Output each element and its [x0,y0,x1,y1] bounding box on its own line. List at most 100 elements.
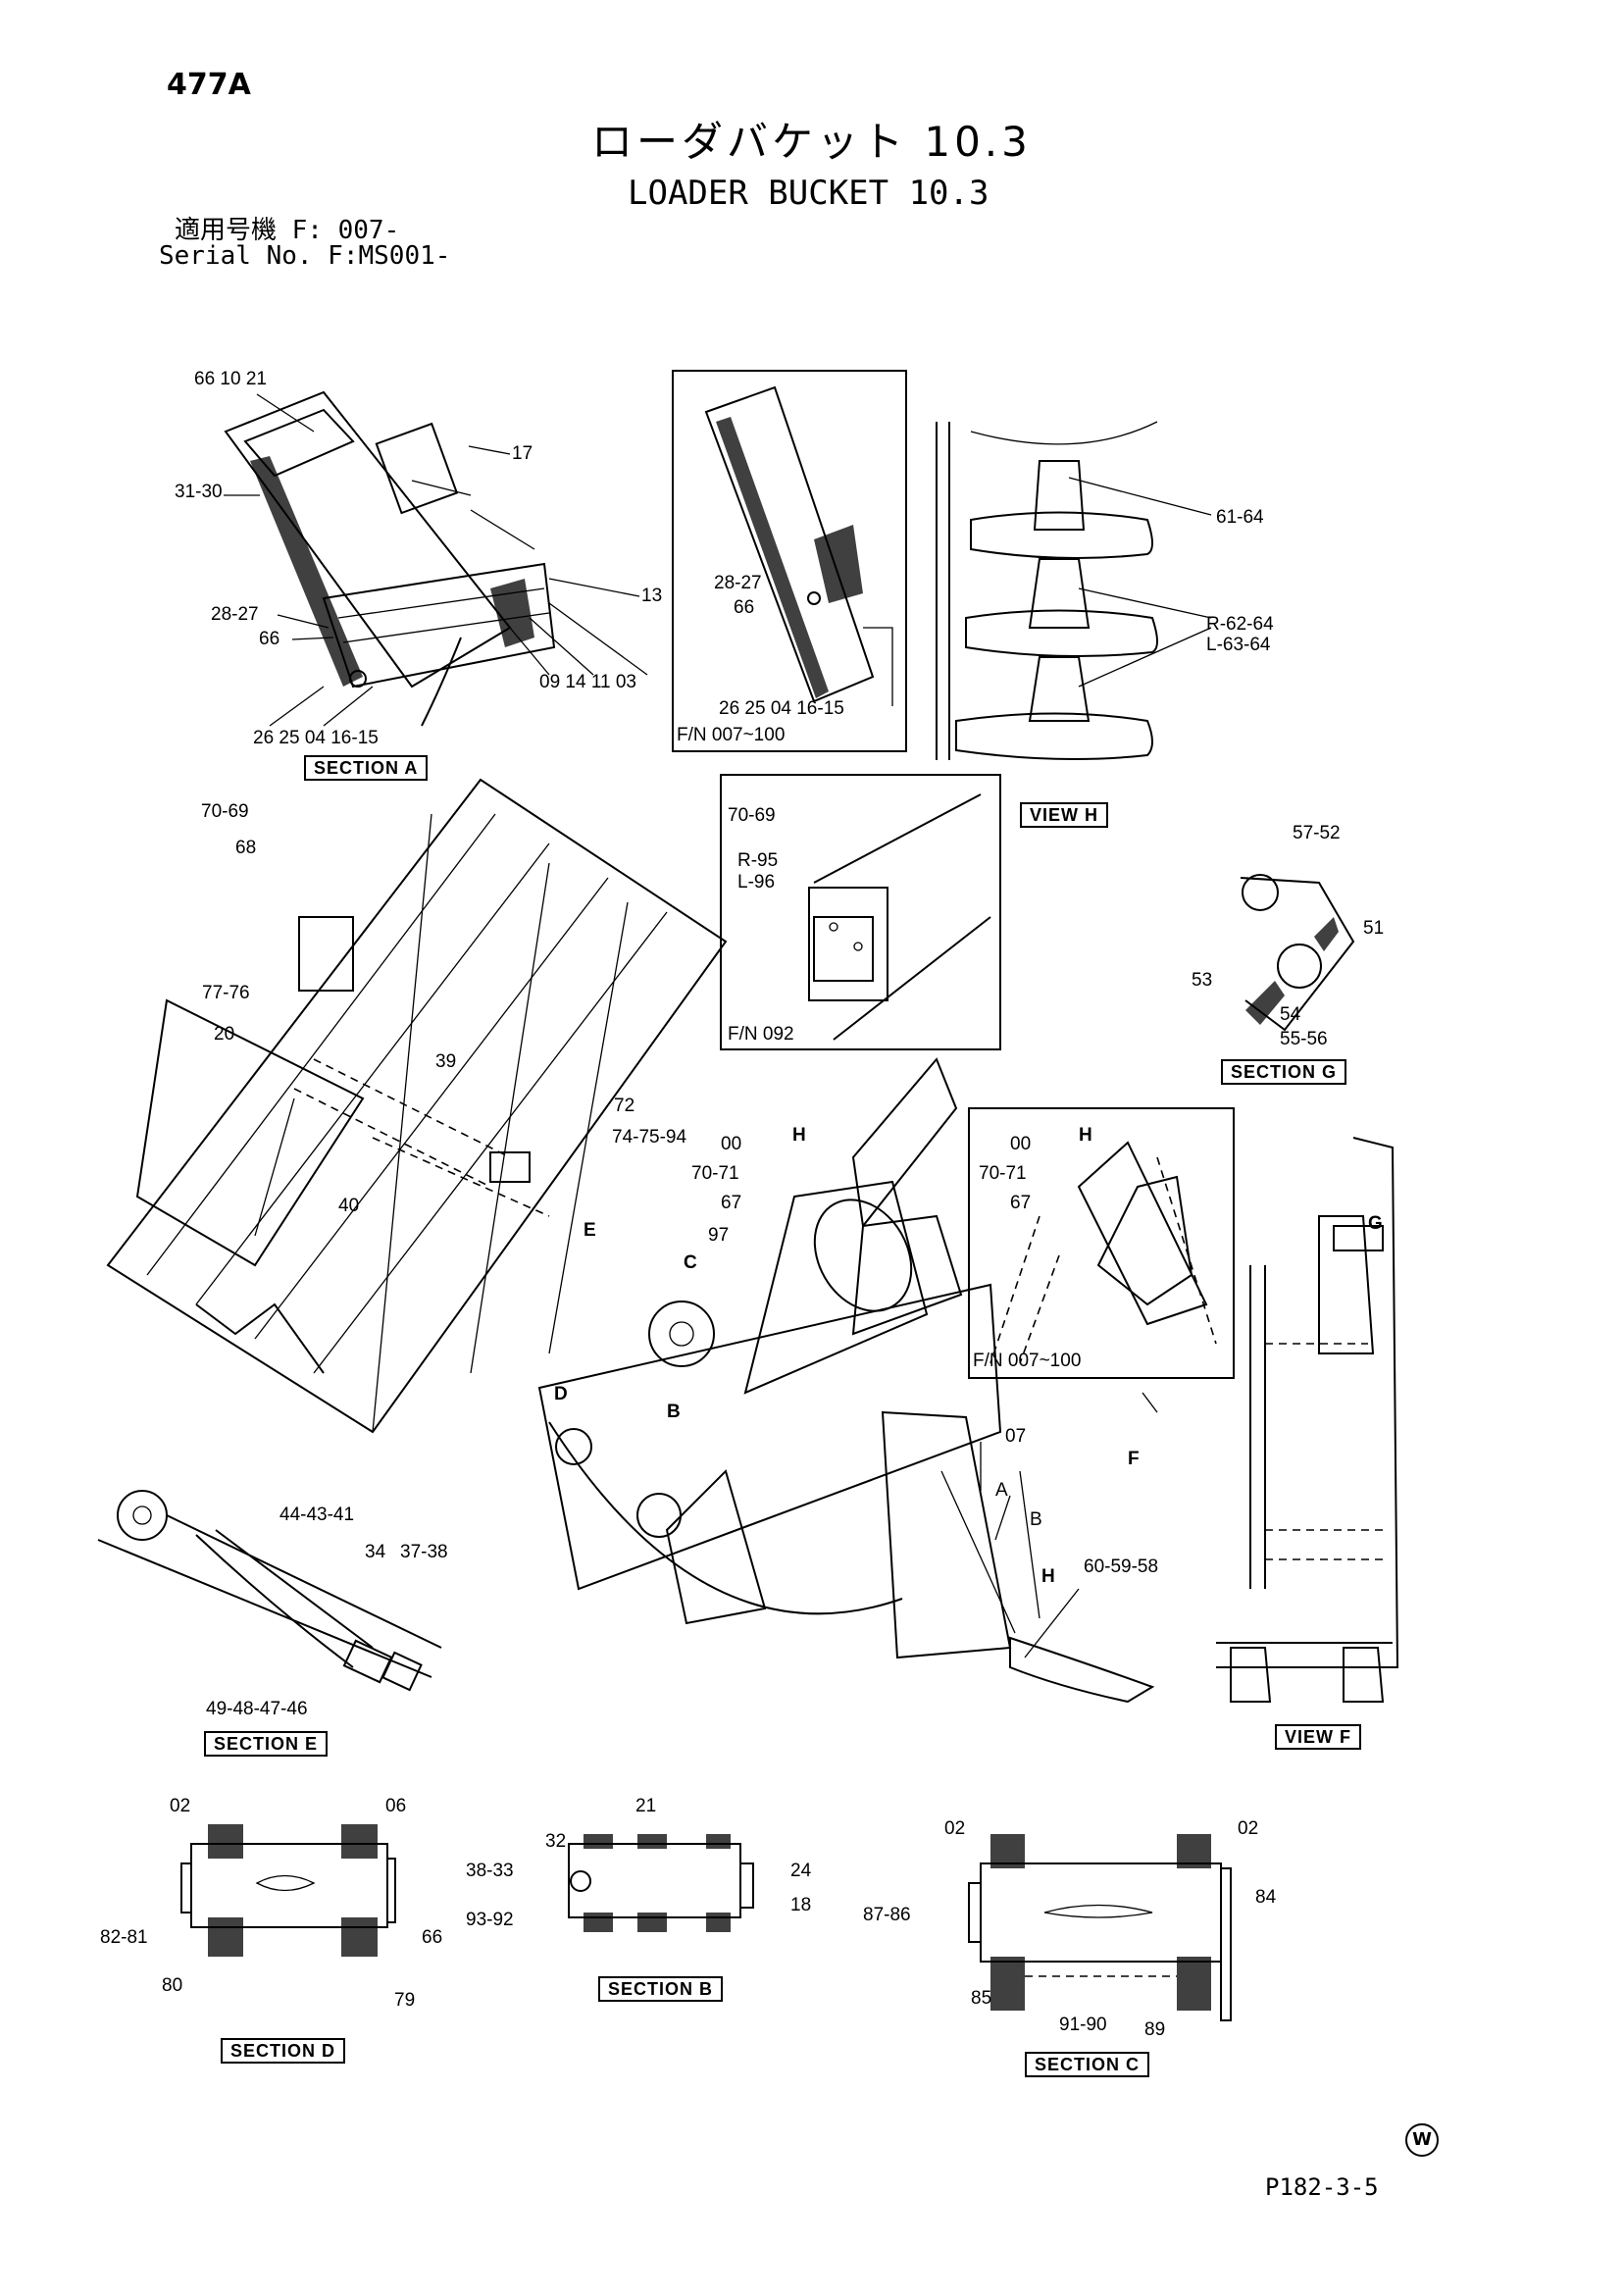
watermark-symbol: W [1405,2123,1439,2157]
drawing-code: 477A [167,68,251,102]
part-label: L-96 [737,872,776,893]
part-label: 61-64 [1216,507,1264,528]
part-label: 49-48-47-46 [206,1699,308,1719]
part-label: 02 [1238,1818,1259,1839]
part-label: B [1030,1509,1042,1530]
part-label: 00 [1010,1134,1032,1154]
view-marker-d: D [554,1384,568,1404]
part-label: 00 [721,1134,742,1154]
page-reference: P182-3-5 [1265,2173,1379,2201]
section-a-drawing [224,390,556,727]
section-c-title: SECTION C [1025,2052,1150,2077]
part-label: 66 [422,1927,443,1948]
part-label: 09 14 11 03 [539,672,636,692]
title-english: LOADER BUCKET 10.3 [628,174,990,213]
part-label: 85 [971,1988,992,2009]
part-label: 70-69 [201,801,249,822]
part-label: 66 [259,629,280,649]
serial-number: Serial No. F:MS001- [159,241,451,271]
part-label: 77-76 [202,983,250,1003]
view-f-title: VIEW F [1275,1724,1361,1750]
section-a-leaders [224,393,648,727]
part-label: 70-71 [691,1163,739,1184]
part-label: 57-52 [1293,823,1341,843]
section-g-drawing [1240,874,1355,1032]
applicable-models: 適用号機 F: 007- [175,216,400,245]
section-e-title: SECTION E [204,1731,329,1757]
part-label: 87-86 [863,1905,911,1925]
part-label: 74-75-94 [612,1127,687,1148]
part-label: 54 [1280,1004,1301,1025]
fn-label-top: F/N 007~100 [677,725,786,745]
bucket-frame-drawing [106,778,728,1434]
section-d-title: SECTION D [221,2038,346,2064]
part-label: 13 [641,586,663,606]
part-label: 66 10 21 [194,369,267,389]
part-label: 07 [1005,1426,1027,1447]
title-japanese: ローダバケット 10.3 [591,118,1032,166]
section-g-title: SECTION G [1221,1059,1347,1085]
part-label: 02 [944,1818,966,1839]
part-label: 20 [214,1024,235,1045]
part-label: L-63-64 [1206,635,1271,655]
part-label: 67 [721,1193,742,1213]
part-label: 70-69 [728,805,776,826]
part-label: 37-38 [400,1542,448,1562]
part-label: 72 [614,1096,635,1116]
part-label: 21 [635,1796,657,1816]
section-e-drawing [97,1490,442,1692]
part-label: 84 [1255,1887,1277,1908]
view-marker-b: B [667,1402,681,1422]
part-label: 80 [162,1975,183,1996]
section-a-title: SECTION A [304,755,429,781]
section-c-drawing [968,1834,1232,2021]
part-label: 32 [545,1831,567,1852]
part-label: 28-27 [211,604,259,625]
misc-leaders [980,1392,1158,1658]
view-h-title: VIEW H [1020,802,1109,828]
part-label: 44-43-41 [279,1505,355,1525]
part-label: 93-92 [466,1910,514,1930]
fn-mid-drawing [968,1107,1235,1379]
part-label: 26 25 04 16-15 [719,698,844,719]
section-d-drawing [180,1824,396,1957]
part-label: 60-59-58 [1084,1556,1159,1577]
part-label: 02 [170,1796,191,1816]
part-label: 68 [235,838,257,858]
fn-092-drawing [720,774,1001,1050]
part-label: 55-56 [1280,1029,1328,1049]
part-label: 34 [365,1542,386,1562]
part-label: 79 [394,1990,416,2011]
view-marker-f: F [1128,1449,1140,1469]
part-label: 67 [1010,1193,1032,1213]
section-b-title: SECTION B [598,1976,724,2002]
part-label: 89 [1144,2019,1166,2040]
part-label: A [995,1480,1008,1501]
view-marker-h: H [792,1125,806,1146]
part-label: 82-81 [100,1927,148,1948]
part-label: 70-71 [979,1163,1027,1184]
part-label: 28-27 [714,573,762,593]
view-marker-c: C [684,1252,697,1273]
part-label: 31-30 [175,482,223,502]
part-label: 39 [435,1051,457,1072]
view-h-drawing [936,421,1212,760]
part-label: 06 [385,1796,407,1816]
view-marker-e: E [584,1220,596,1241]
part-label: 66 [734,597,755,618]
view-f-drawing [1216,1137,1399,1703]
part-label: 38-33 [466,1861,514,1881]
part-label: 18 [790,1895,812,1915]
view-marker-h2: H [1041,1566,1055,1587]
section-b-drawing [568,1834,754,1932]
view-marker-g: G [1368,1213,1383,1234]
fn-label-mid: F/N 007~100 [973,1351,1082,1371]
part-label: 40 [338,1196,360,1216]
part-label: 53 [1192,970,1213,991]
fn-label-092: F/N 092 [728,1024,794,1045]
part-label: 91-90 [1059,2015,1107,2035]
part-label: R-62-64 [1206,614,1274,635]
part-label: 24 [790,1861,812,1881]
part-label: R-95 [737,850,779,871]
